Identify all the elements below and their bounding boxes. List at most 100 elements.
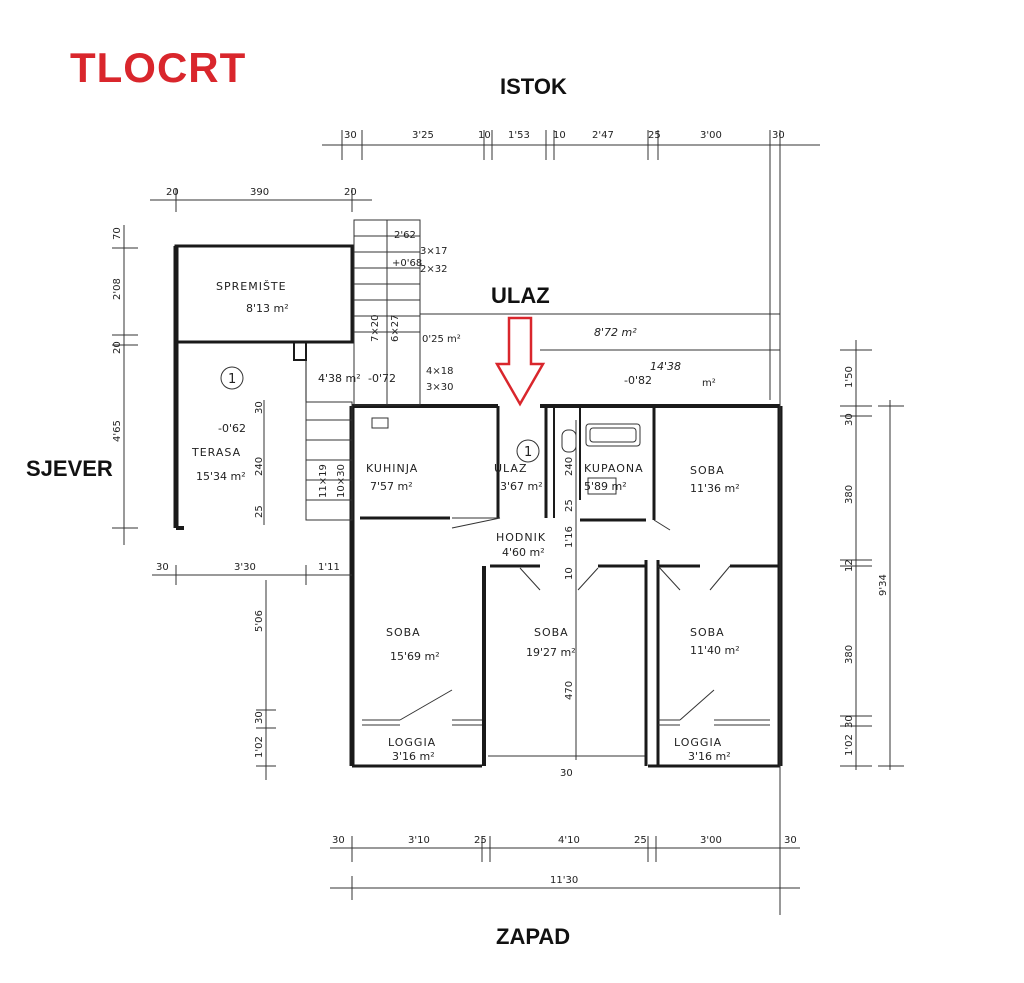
storage-area: 8'13 m² bbox=[246, 302, 289, 315]
storage-name: SPREMIŠTE bbox=[216, 280, 287, 293]
dim-storage-1: 390 bbox=[250, 187, 269, 198]
bottom-dimension: 30 3'10 25 4'10 25 3'00 30 11'30 bbox=[330, 835, 800, 900]
dim-total: 11'30 bbox=[550, 875, 578, 886]
dim-storage-0: 20 bbox=[166, 187, 179, 198]
dim-right-2: 380 bbox=[844, 485, 855, 504]
dim-bottom-1: 3'10 bbox=[408, 835, 430, 846]
room-sw-area: 15'69 m² bbox=[390, 650, 440, 663]
dim-right-4: 380 bbox=[844, 645, 855, 664]
left-vertical-dimension: 70 2'08 20 4'65 bbox=[112, 225, 138, 545]
dim-top-4: 10 bbox=[553, 130, 566, 141]
dim-top-3: 1'53 bbox=[508, 130, 530, 141]
kitchen-name: KUHINJA bbox=[366, 462, 418, 475]
room-sw-name: SOBA bbox=[386, 626, 421, 639]
stair-level: -0'72 bbox=[368, 372, 396, 385]
dim-right-3: 12 bbox=[844, 559, 855, 572]
dim-terrin-0: 30 bbox=[254, 401, 265, 414]
dim-leftlow-0: 5'06 bbox=[254, 610, 265, 632]
porch-unit: m² bbox=[702, 378, 716, 389]
terrace-area: 15'34 m² bbox=[196, 470, 246, 483]
loggia-w-area: 3'16 m² bbox=[392, 750, 435, 763]
dim-bottom-0: 30 bbox=[332, 835, 345, 846]
hall-name: HODNIK bbox=[496, 531, 546, 544]
dim-right-5: 30 bbox=[844, 715, 855, 728]
direction-north: SJEVER bbox=[26, 456, 113, 481]
entry-arrow bbox=[494, 316, 546, 407]
room-s-area: 19'27 m² bbox=[526, 646, 576, 659]
dim-bottom-6: 30 bbox=[784, 835, 797, 846]
stair-small-3: 4×18 bbox=[426, 366, 453, 377]
dim-bottom-5: 3'00 bbox=[700, 835, 722, 846]
stair-small-1: 3×17 bbox=[420, 246, 447, 257]
stair-annotations: 2'62 +0'68 3×17 2×32 7×20 6×27 0'25 m² 4… bbox=[318, 230, 716, 498]
dim-right-7: 9'34 bbox=[878, 574, 889, 596]
room-se-name: SOBA bbox=[690, 626, 725, 639]
stair-run-1: 7×20 bbox=[370, 315, 381, 342]
bathroom-area: 5'89 m² bbox=[584, 480, 627, 493]
dim-left-3: 4'65 bbox=[112, 420, 123, 442]
dim-inner-0: 240 bbox=[564, 457, 575, 476]
marker-circle-terrace: 1 bbox=[220, 366, 244, 390]
stair-top-area: 2'62 bbox=[394, 230, 416, 241]
loggia-w-name: LOGGIA bbox=[388, 736, 436, 749]
inner-dimensions: 240 25 1'16 10 470 30 bbox=[560, 420, 577, 779]
dim-bottom-3: 4'10 bbox=[558, 835, 580, 846]
walls bbox=[173, 150, 783, 915]
top-dimension-line: 30 3'25 10 1'53 10 2'47 25 3'00 30 bbox=[322, 130, 820, 160]
direction-east: ISTOK bbox=[500, 74, 567, 99]
dim-left-1: 2'08 bbox=[112, 278, 123, 300]
loggia-e-name: LOGGIA bbox=[674, 736, 722, 749]
storage-top-dimension: 20 390 20 bbox=[150, 187, 372, 212]
direction-west: ZAPAD bbox=[496, 924, 571, 949]
landing-area: 0'25 m² bbox=[422, 334, 461, 345]
loggia-e-area: 3'16 m² bbox=[688, 750, 731, 763]
room-se-area: 11'40 m² bbox=[690, 644, 740, 657]
dim-right-6: 1'02 bbox=[844, 734, 855, 756]
entry-area: 3'67 m² bbox=[500, 480, 543, 493]
entry-name: ULAZ bbox=[494, 462, 528, 475]
dim-top-1: 3'25 bbox=[412, 130, 434, 141]
room-ne-name: SOBA bbox=[690, 464, 725, 477]
dim-bottom-2: 25 bbox=[474, 835, 487, 846]
dim-right-0: 1'50 bbox=[844, 366, 855, 388]
marker-terrace-label: 1 bbox=[228, 372, 236, 387]
dim-top-2: 10 bbox=[478, 130, 491, 141]
dim-terr-2: 1'11 bbox=[318, 562, 340, 573]
dim-inner-1: 25 bbox=[564, 499, 575, 512]
hall-area: 4'60 m² bbox=[502, 546, 545, 559]
kitchen-area: 7'57 m² bbox=[370, 480, 413, 493]
stair-lower-2: 10×30 bbox=[336, 464, 347, 498]
left-lower-dimension: 5'06 30 1'02 bbox=[254, 580, 276, 780]
dim-terr-1: 3'30 bbox=[234, 562, 256, 573]
porch-area: 8'72 m² bbox=[594, 326, 637, 339]
dim-terrin-1: 240 bbox=[254, 457, 265, 476]
dim-top-5: 2'47 bbox=[592, 130, 614, 141]
stair-small-2: 2×32 bbox=[420, 264, 447, 275]
dim-leftlow-2: 1'02 bbox=[254, 736, 265, 758]
stair-top-level: +0'68 bbox=[392, 258, 422, 269]
staircase bbox=[305, 219, 421, 521]
dim-terrin-2: 25 bbox=[254, 505, 265, 518]
dim-inner-4: 470 bbox=[564, 681, 575, 700]
terrace-name: TERASA bbox=[191, 446, 241, 459]
room-ne-area: 11'36 m² bbox=[690, 482, 740, 495]
room-labels: SPREMIŠTE 8'13 m² -0'62 TERASA 15'34 m² … bbox=[191, 280, 740, 763]
dim-inner-2: 1'16 bbox=[564, 526, 575, 548]
terrace-dimensions: 30 3'30 1'11 30 240 25 bbox=[152, 400, 352, 585]
plan-title: TLOCRT bbox=[70, 44, 247, 91]
right-dimension: 1'50 30 380 12 380 30 1'02 9'34 bbox=[840, 340, 904, 770]
porch-value: 14'38 bbox=[650, 360, 681, 373]
dim-inner-3: 10 bbox=[564, 567, 575, 580]
room-s-name: SOBA bbox=[534, 626, 569, 639]
stair-lower-1: 11×19 bbox=[318, 464, 329, 498]
dim-bottom-4: 25 bbox=[634, 835, 647, 846]
stair-run-2: 6×27 bbox=[390, 315, 401, 342]
dim-inner-5: 30 bbox=[560, 768, 573, 779]
dim-terr-0: 30 bbox=[156, 562, 169, 573]
stair-small-4: 3×30 bbox=[426, 382, 453, 393]
terrace-level: -0'62 bbox=[218, 422, 246, 435]
dim-left-2: 20 bbox=[112, 341, 123, 354]
dim-right-1: 30 bbox=[844, 413, 855, 426]
direction-entry: ULAZ bbox=[491, 283, 550, 308]
dim-left-0: 70 bbox=[112, 227, 123, 240]
